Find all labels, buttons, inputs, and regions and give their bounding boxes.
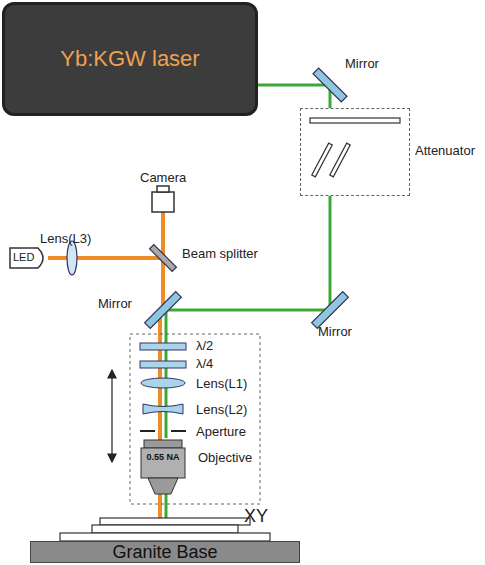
attenuator-plate — [330, 143, 350, 177]
attenuator-plate — [312, 143, 332, 177]
xy-stage — [60, 533, 270, 541]
laser-beam — [258, 85, 330, 108]
lens-l1 — [141, 378, 185, 388]
node-label: Attenuator — [415, 143, 475, 158]
mirror-label: Mirror — [345, 56, 379, 71]
splitter-label: Beam splitter — [182, 246, 258, 261]
attenuator-plate — [310, 118, 400, 123]
waveplate-label: λ/2 — [196, 338, 213, 353]
node-label: Yb:KGW laser — [60, 46, 199, 72]
objective-body — [138, 438, 188, 496]
objective: 0.55 NAObjective — [138, 438, 188, 496]
led-icon — [10, 248, 43, 268]
attenuator-box: Attenuator — [300, 108, 410, 196]
mirror-label: Mirror — [98, 296, 132, 311]
lens-label: Lens(L2) — [196, 402, 247, 417]
node-label: Granite Base — [112, 542, 217, 563]
aperture — [171, 430, 186, 432]
node-label: Objective — [198, 450, 252, 465]
beam-to-sample — [165, 494, 168, 518]
mirror — [313, 68, 347, 102]
aperture-label: Aperture — [196, 424, 246, 439]
beam-splitter — [150, 245, 177, 272]
xy-stage — [92, 525, 238, 533]
lens-l2 — [143, 404, 183, 414]
aperture — [140, 430, 155, 432]
lens-label: Lens(L1) — [196, 376, 247, 391]
sample — [100, 518, 250, 525]
waveplate-label: λ/4 — [196, 356, 213, 371]
granite-base: Granite Base — [30, 541, 300, 563]
laser-box: Yb:KGW laser — [2, 2, 258, 116]
mirror — [145, 292, 182, 329]
translation-arrow — [108, 370, 116, 462]
stage-label: XY — [244, 506, 268, 527]
quarter-wave-plate — [140, 361, 186, 368]
focusing-module-frame — [130, 334, 260, 504]
mirror — [312, 292, 349, 329]
lens-label: Lens(L3) — [40, 231, 91, 246]
objective-spec: 0.55 NA — [138, 452, 188, 462]
camera-icon — [152, 192, 174, 212]
mirror-label: Mirror — [318, 324, 352, 339]
camera-label: Camera — [140, 170, 186, 185]
laser-beam — [166, 196, 330, 438]
half-wave-plate — [140, 343, 186, 350]
lens-l3 — [67, 241, 77, 275]
led-label: LED — [13, 251, 34, 263]
camera-icon — [157, 186, 169, 192]
